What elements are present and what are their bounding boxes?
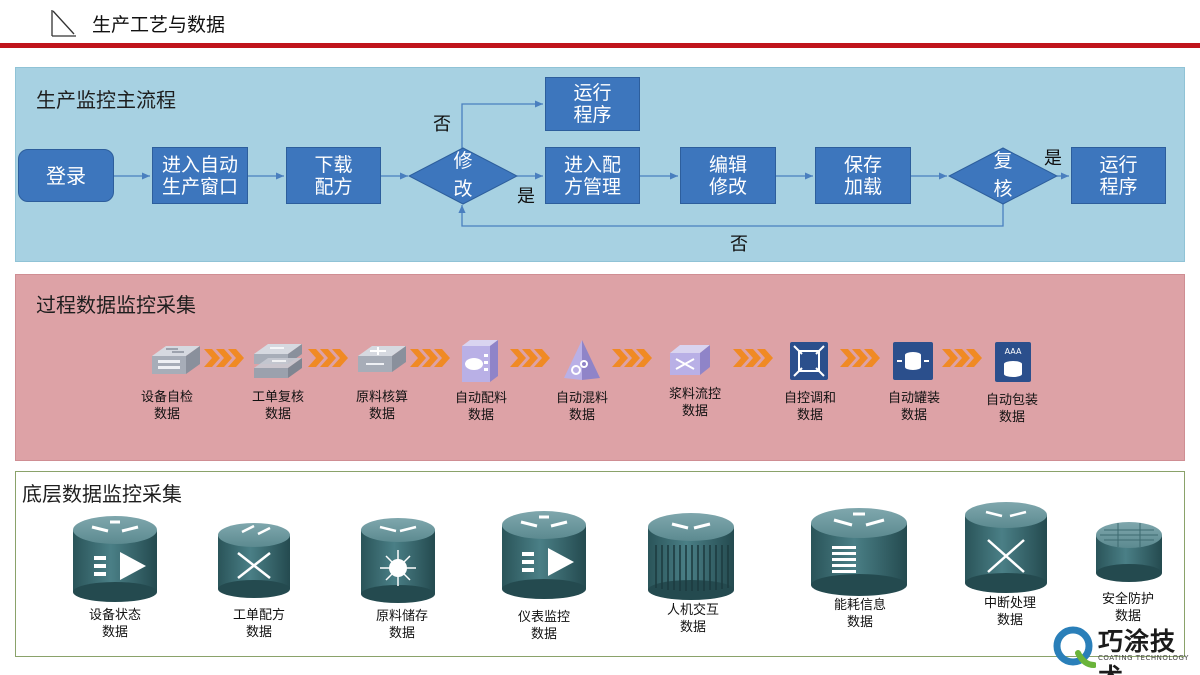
yes-label-mid: 是 (517, 186, 535, 207)
download-recipe-box[interactable]: 下载 配方 (286, 147, 381, 204)
company-logo-subtitle: COATING TECHNOLOGY (1098, 654, 1189, 662)
process-label: 自动包装 数据 (985, 393, 1038, 425)
edit-modify-box[interactable]: 编辑 修改 (680, 147, 776, 204)
review-diamond-label: 复 核 (993, 150, 1013, 200)
bottom-label: 人机交互 数据 (666, 603, 719, 635)
no-label-top: 否 (433, 114, 451, 135)
atm-switch-icon (670, 345, 710, 375)
run-program-top-box[interactable]: 运行 程序 (545, 77, 640, 131)
auto-window-box[interactable]: 进入自动 生产窗口 (152, 147, 248, 204)
no-label-bottom: 否 (730, 234, 748, 255)
process-label: 自动配料 数据 (454, 391, 507, 423)
bottom-label: 中断处理 数据 (983, 596, 1036, 628)
layer3-switch-icon (254, 344, 302, 378)
database-box-icon (893, 342, 933, 380)
save-load-box[interactable]: 保存 加载 (815, 147, 911, 204)
run-program-right-box[interactable]: 运行 程序 (1071, 147, 1166, 204)
process-label: 浆料流控 数据 (668, 387, 721, 419)
main-flow-title: 生产监控主流程 (36, 88, 176, 112)
process-label: 原料核算 数据 (355, 390, 408, 422)
yes-label-right: 是 (1044, 148, 1062, 169)
modify-diamond-label: 修 改 (453, 150, 473, 200)
bottom-label: 能耗信息 数据 (833, 598, 886, 630)
bottom-label: 仪表监控 数据 (517, 610, 570, 642)
company-logo-name: 巧涂技术 (1098, 627, 1177, 675)
login-box[interactable]: 登录 (18, 149, 114, 202)
process-title: 过程数据监控采集 (36, 293, 196, 317)
svg-text:AAA: AAA (1005, 347, 1022, 356)
bottom-label: 安全防护 数据 (1101, 592, 1154, 624)
process-panel: 过程数据监控采集 (15, 274, 1185, 461)
process-label: 自动混料 数据 (555, 391, 608, 423)
header-divider (0, 43, 1200, 48)
bottom-title: 底层数据监控采集 (22, 482, 182, 506)
gear-pyramid-icon (564, 340, 600, 380)
modify-diamond[interactable] (408, 147, 518, 205)
router-icon (358, 346, 406, 372)
header-corner-arrow-icon (51, 10, 76, 37)
aaa-server-icon: AAA (995, 342, 1031, 382)
bottom-label: 设备状态 数据 (88, 608, 141, 640)
process-label: 自动罐装 数据 (887, 391, 940, 423)
process-label: 自控调和 数据 (783, 391, 836, 423)
process-label: 工单复核 数据 (251, 390, 304, 422)
process-label: 设备自检 数据 (140, 390, 193, 422)
arrows-box-icon (790, 342, 828, 380)
bottom-label: 原料储存 数据 (375, 609, 428, 641)
review-diamond[interactable] (948, 147, 1058, 205)
server-icon (462, 340, 498, 382)
company-logo-icon (1053, 626, 1096, 668)
page-title: 生产工艺与数据 (92, 14, 226, 36)
switch-icon (152, 346, 200, 374)
recipe-management-box[interactable]: 进入配 方管理 (545, 147, 640, 204)
bottom-label: 工单配方 数据 (232, 608, 285, 640)
